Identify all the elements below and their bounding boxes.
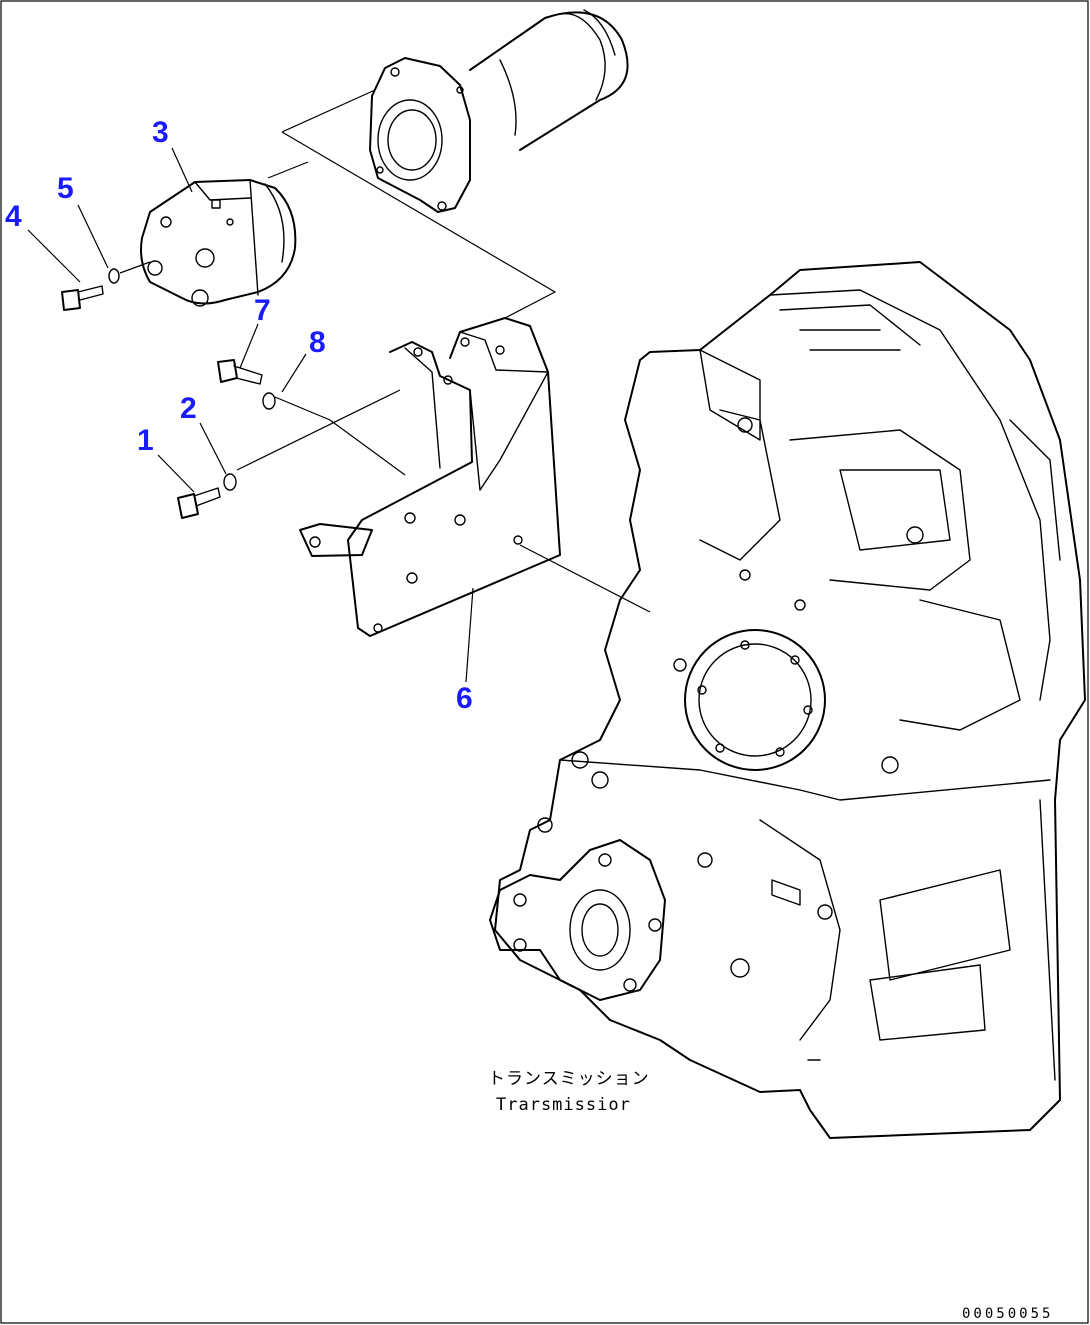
callout-1: 1 (137, 424, 154, 457)
assembly-lines (119, 89, 651, 613)
callout-5: 5 (57, 172, 74, 205)
transmission (489, 261, 1086, 1139)
bracket-6 (299, 317, 561, 637)
document-id: 00050055 (962, 1306, 1053, 1322)
callout-leaders (27, 147, 474, 683)
callout-2: 2 (180, 392, 197, 425)
bolt-7 (217, 359, 263, 385)
washer-5 (108, 268, 120, 284)
caption-english: Trarsmissior (496, 1095, 631, 1115)
bolt-4 (61, 285, 104, 311)
hydraulic-pump (140, 179, 297, 307)
callout-8: 8 (309, 326, 326, 359)
callout-3: 3 (152, 116, 169, 149)
caption-japanese: トランスミッション (488, 1069, 650, 1089)
washer-8 (262, 392, 276, 410)
callout-7: 7 (254, 294, 271, 327)
bolt-1 (177, 487, 221, 519)
pump-drive-housing (369, 9, 629, 213)
callout-4: 4 (5, 200, 22, 233)
callout-6: 6 (456, 682, 473, 715)
washer-2 (223, 473, 237, 491)
